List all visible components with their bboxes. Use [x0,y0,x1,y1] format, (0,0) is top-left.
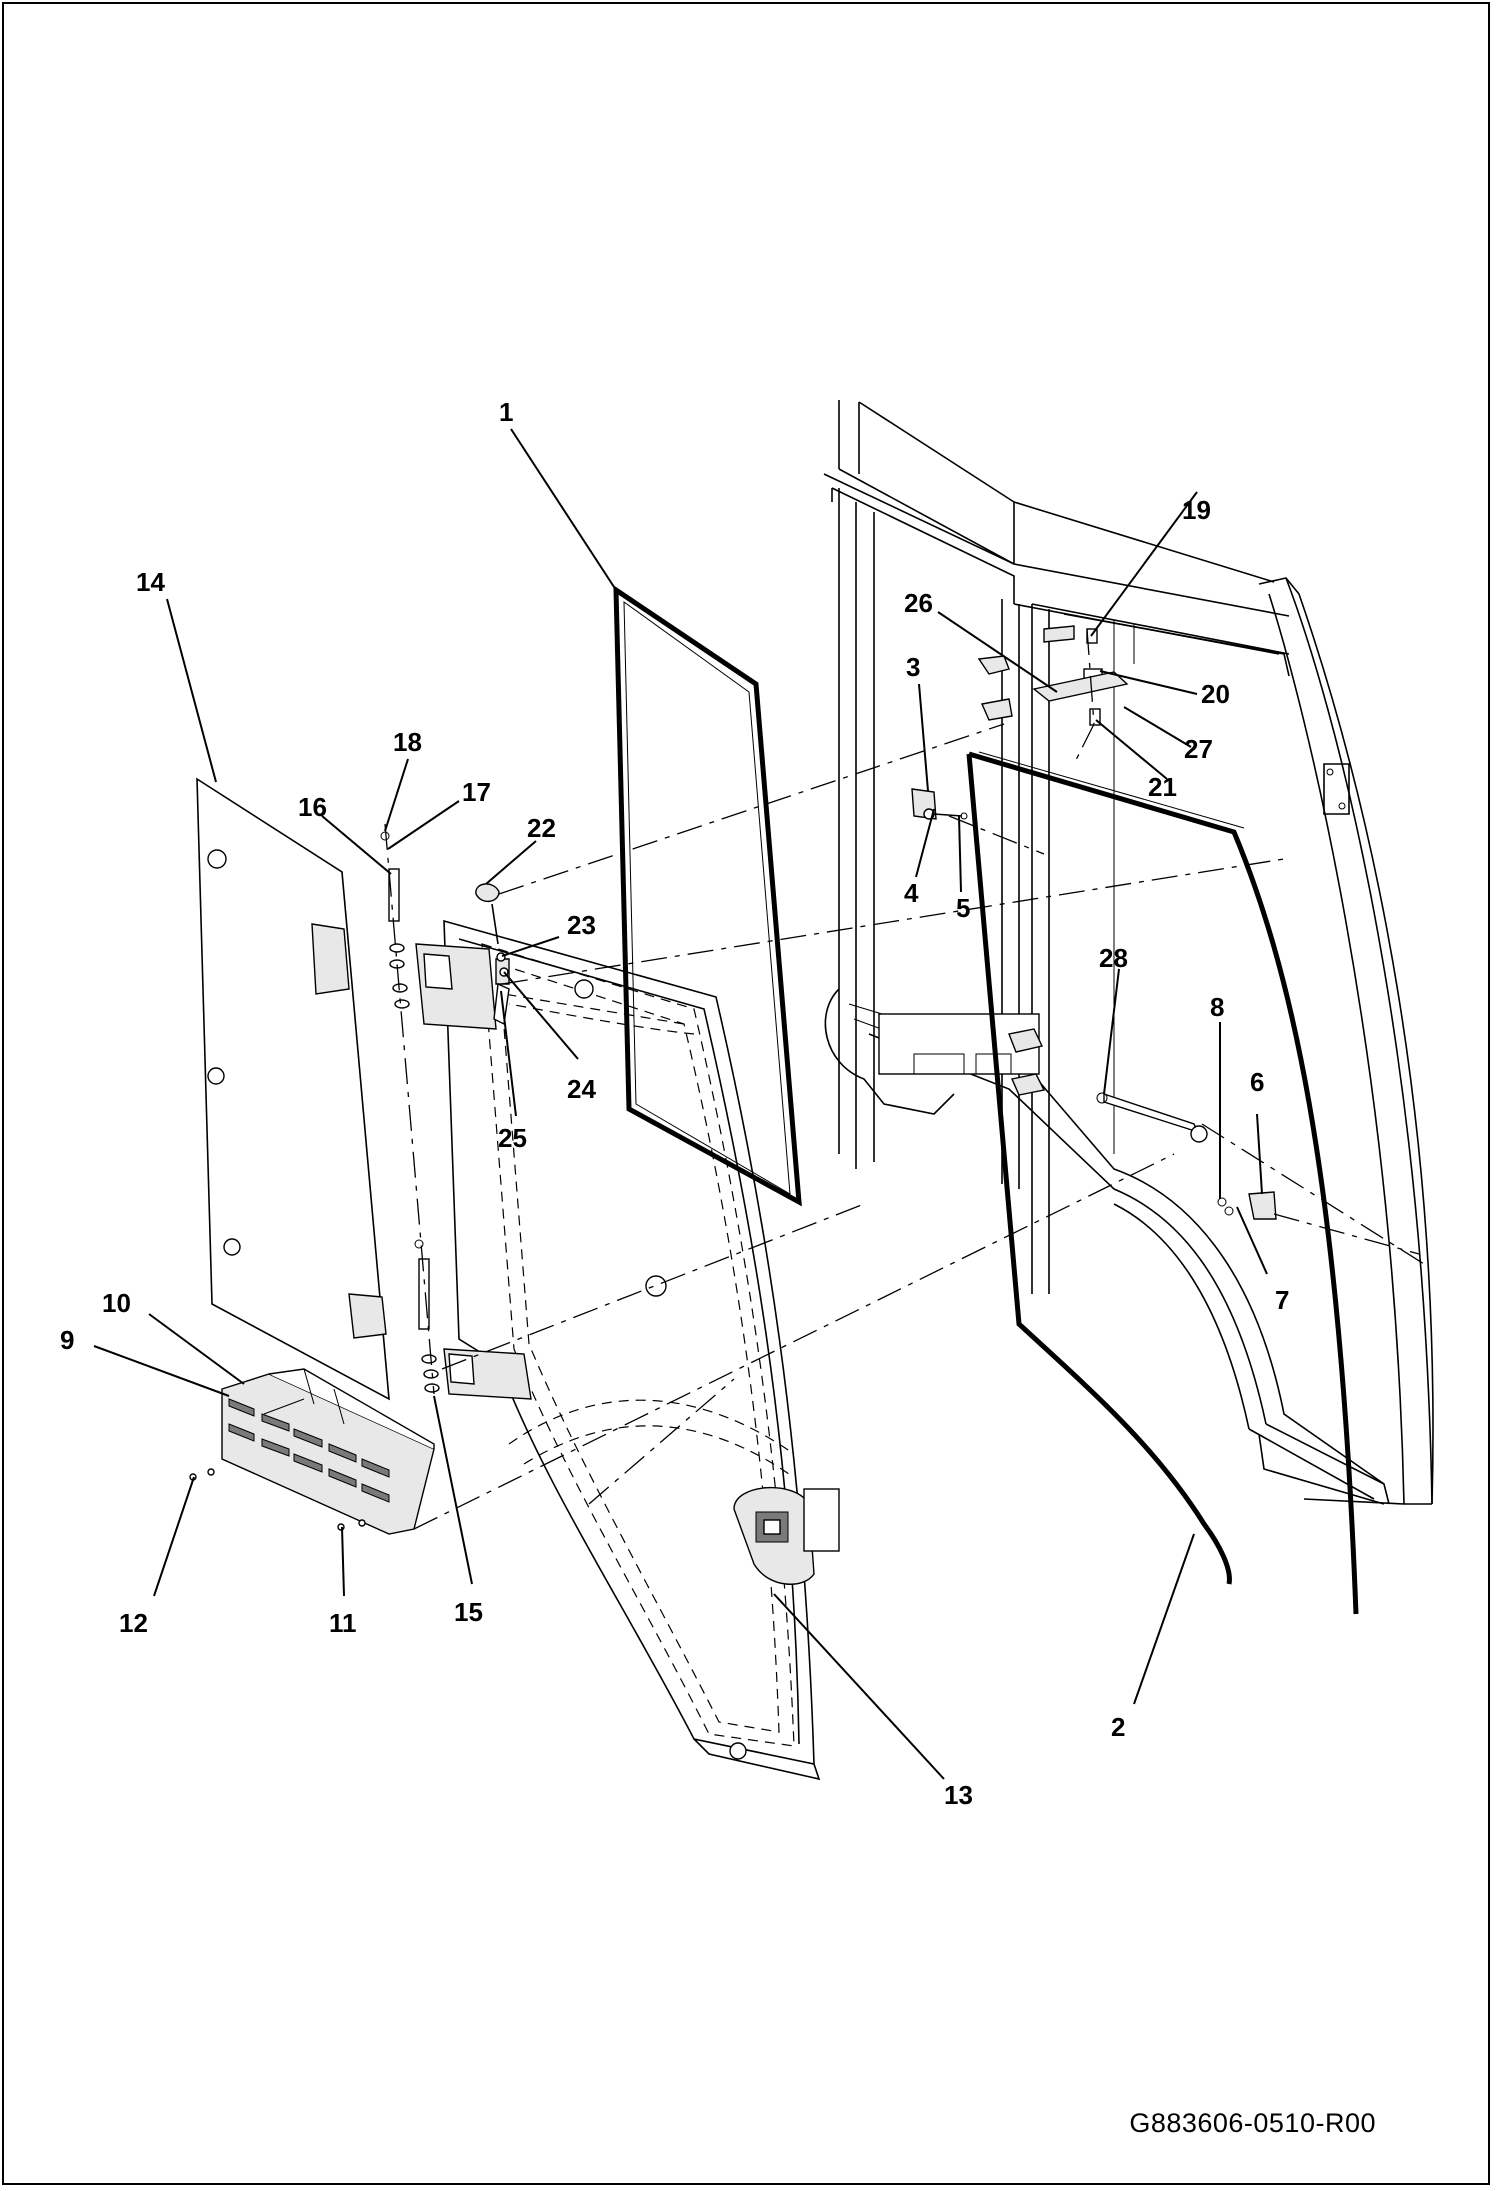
callout-18: 18 [393,727,422,757]
exploded-parts-diagram: 1 2 3 4 5 6 7 8 9 10 11 12 13 14 15 16 1… [60,397,1434,1810]
lower-striker [1096,1092,1277,1220]
callout-3: 3 [906,652,920,682]
callout-12: 12 [119,1608,148,1638]
callout-labels: 1 2 3 4 5 6 7 8 9 10 11 12 13 14 15 16 1… [60,397,1289,1810]
callout-19: 19 [1182,495,1211,525]
callout-7: 7 [1275,1285,1289,1315]
side-panel [196,777,390,1401]
callout-20: 20 [1201,679,1230,709]
hinge-pin-stack [380,823,440,1395]
callout-24: 24 [567,1074,596,1104]
hinges [415,943,532,1400]
callout-10: 10 [102,1288,131,1318]
drawing-reference-number: G883606-0510-R00 [1129,2108,1376,2138]
cab-frame [823,400,1434,1505]
callout-9: 9 [60,1325,74,1355]
upper-latch [1032,628,1129,726]
callout-27: 27 [1184,734,1213,764]
callout-23: 23 [567,910,596,940]
callout-21: 21 [1148,772,1177,802]
air-duct-vent [189,1368,435,1535]
callout-5: 5 [956,893,970,923]
window-seal [966,751,1359,1615]
callout-13: 13 [944,1780,973,1810]
callout-17: 17 [462,777,491,807]
stop-bracket [911,788,968,820]
callout-22: 22 [527,813,556,843]
callout-26: 26 [904,588,933,618]
callout-6: 6 [1250,1067,1264,1097]
callout-leaders [93,428,1268,1780]
callout-25: 25 [498,1123,527,1153]
callout-4: 4 [904,878,919,908]
callout-15: 15 [454,1597,483,1627]
door-frame [443,919,840,1781]
callout-11: 11 [329,1608,357,1638]
callout-28: 28 [1099,943,1128,973]
callout-14: 14 [136,567,165,597]
callout-16: 16 [298,792,327,822]
callout-1: 1 [499,397,513,427]
callout-8: 8 [1210,992,1224,1022]
glass-gasket [613,585,802,1207]
assembly-center-lines [413,628,1425,1530]
callout-2: 2 [1111,1712,1125,1742]
